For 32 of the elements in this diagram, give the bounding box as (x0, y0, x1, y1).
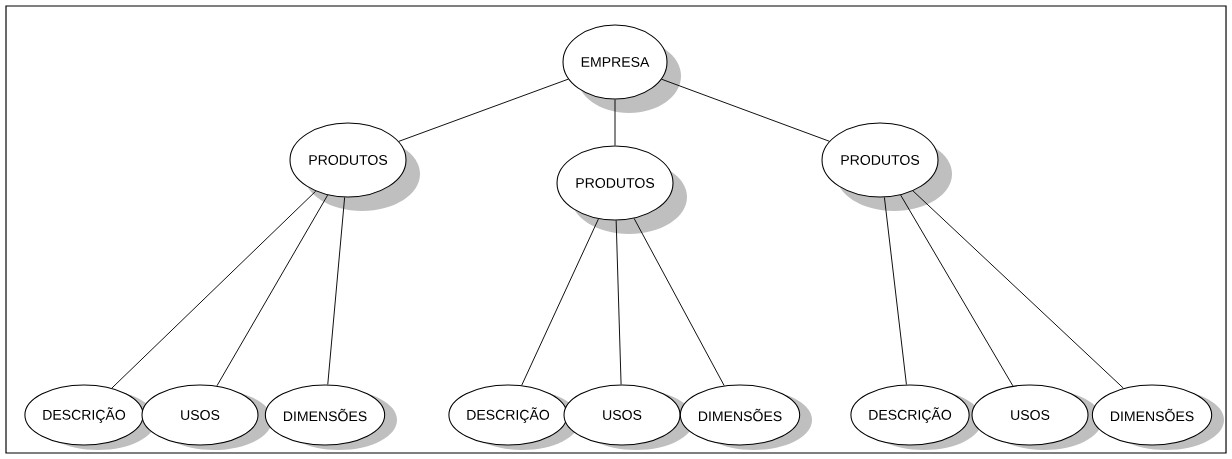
node-label: DIMENSÕES (283, 408, 367, 422)
connector-line (615, 220, 622, 385)
ellipse-node: DIMENSÕES (264, 384, 397, 450)
ellipse-node: DESCRIÇÃO (850, 384, 982, 450)
ellipse-node: EMPRESA (562, 24, 681, 113)
connector-line (912, 190, 1124, 389)
connector-line (111, 190, 317, 389)
ellipse-node: USOS (563, 384, 694, 450)
ellipse-node: PRODUTOS (821, 122, 952, 211)
connector-line (633, 218, 725, 387)
ellipse-node: DESCRIÇÃO (448, 384, 580, 450)
connector-line (883, 196, 907, 385)
connector-line (521, 218, 599, 386)
node-label: USOS (181, 410, 220, 420)
ellipse-node: DIMENSÕES (679, 384, 812, 450)
ellipse-node: DESCRIÇÃO (24, 384, 156, 450)
connector-line (900, 194, 1014, 387)
ellipse-node: PRODUTOS (556, 145, 687, 234)
ellipse-node: USOS (971, 384, 1102, 450)
connector-line (327, 197, 346, 385)
ellipse-node: DIMENSÕES (1091, 384, 1224, 450)
connector-line (398, 78, 569, 142)
node-label: DIMENSÕES (698, 408, 782, 422)
node-label: DESCRIÇÃO (869, 407, 952, 423)
node-label: DESCRIÇÃO (43, 407, 126, 423)
ellipse-node: PRODUTOS (289, 122, 420, 211)
connector-line (216, 194, 329, 387)
ellipse-node: USOS (141, 384, 272, 450)
node-label: DIMENSÕES (1110, 408, 1194, 422)
connector-line (661, 78, 830, 142)
node-label: DESCRIÇÃO (467, 407, 550, 423)
connector-line (614, 99, 616, 146)
